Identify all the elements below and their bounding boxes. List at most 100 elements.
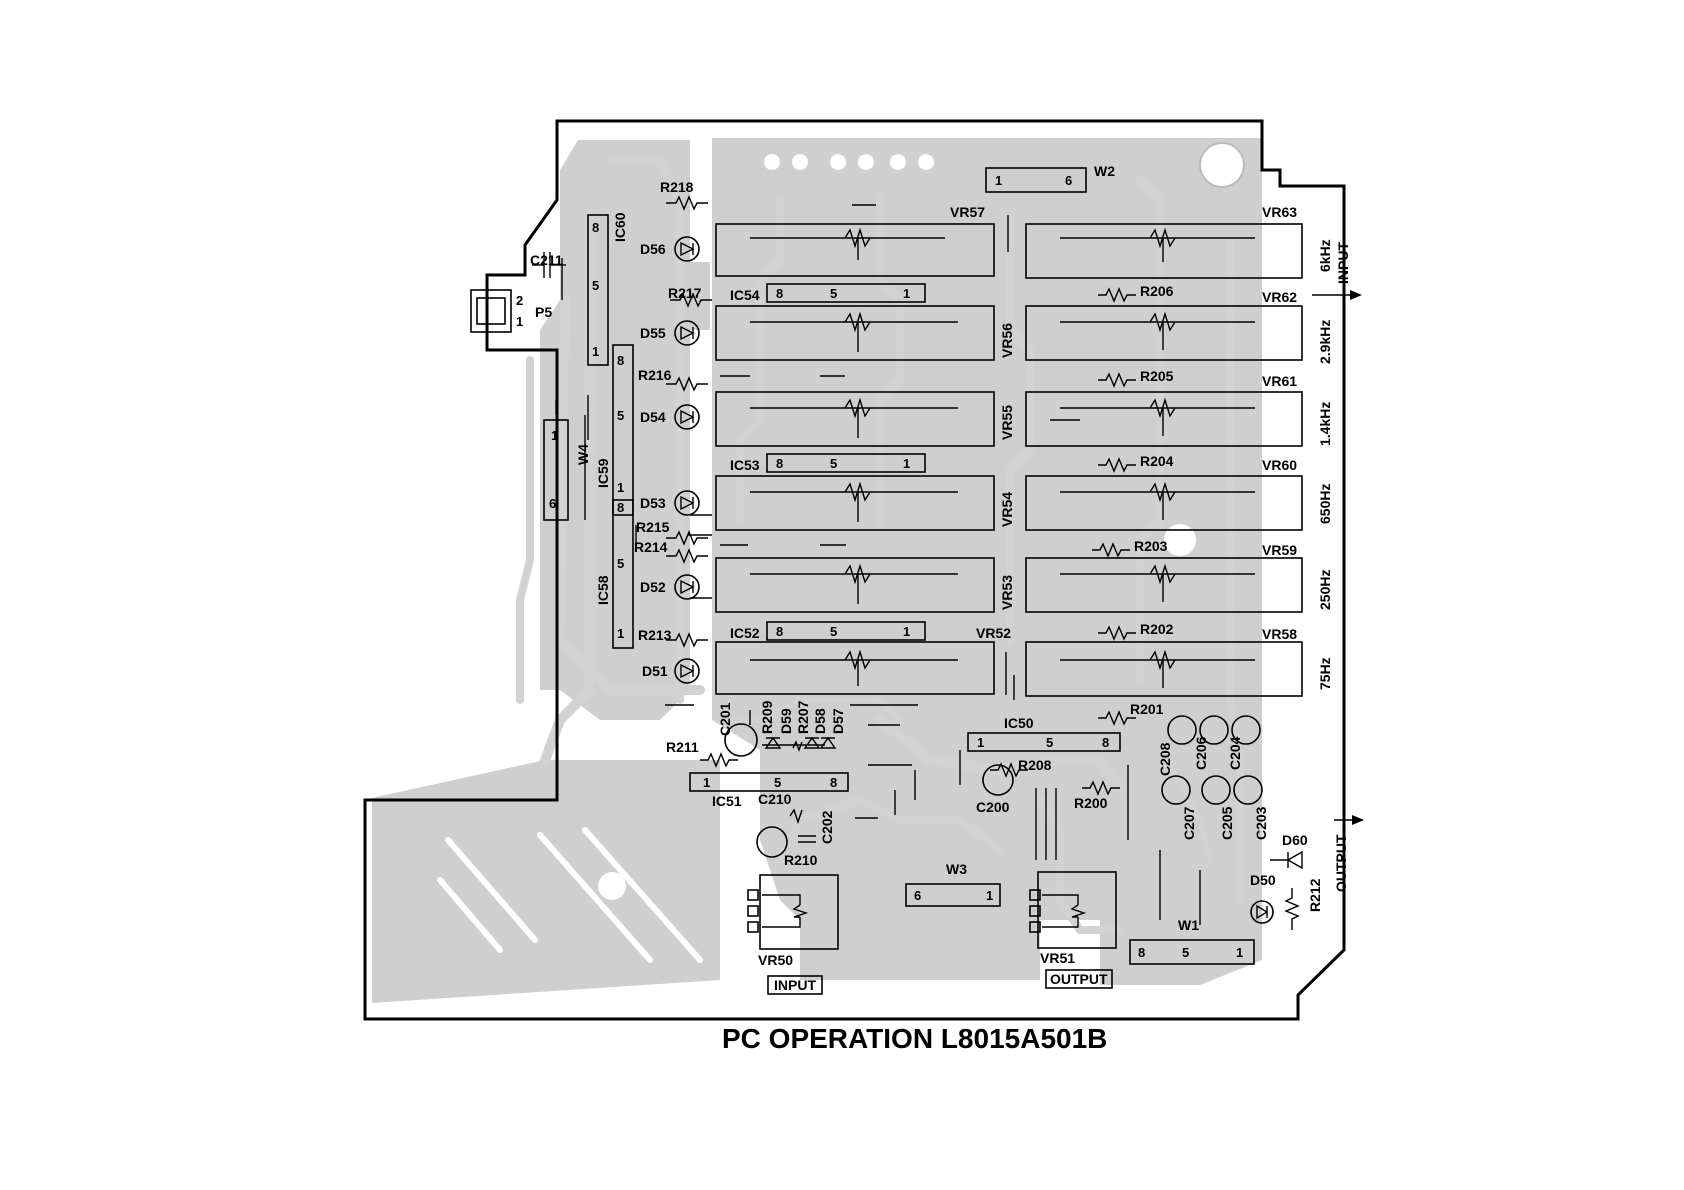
ic52: 8 5 1 IC52: [730, 621, 926, 641]
ic51: 1 5 8 IC51: [689, 772, 849, 809]
svg-text:IC54: IC54: [730, 287, 760, 303]
mounting-hole: [1199, 142, 1245, 188]
capacitor-cluster: C208 C206 C204 C207 C205 C203: [1157, 715, 1269, 840]
svg-text:1: 1: [903, 286, 910, 301]
svg-text:INPUT: INPUT: [774, 977, 816, 993]
svg-text:8: 8: [617, 353, 624, 368]
resistor-r216: R216: [638, 367, 708, 392]
resistor-r213: R213: [638, 627, 708, 648]
led-d52: D52: [640, 574, 700, 600]
svg-text:D58: D58: [812, 708, 828, 734]
svg-text:2.9kHz: 2.9kHz: [1317, 320, 1333, 364]
board-outline: [363, 119, 1346, 1021]
capacitor-c210: C210: [758, 791, 803, 825]
svg-text:D55: D55: [640, 325, 666, 341]
svg-text:650Hz: 650Hz: [1317, 484, 1333, 524]
jumper-w3: 6 1 W3: [905, 861, 1001, 907]
ic53: 8 5 1 IC53: [730, 453, 926, 473]
svg-text:OUTPUT: OUTPUT: [1050, 971, 1108, 987]
svg-text:VR59: VR59: [1262, 542, 1297, 558]
ic54: 8 5 1 IC54: [730, 283, 926, 303]
output-arrow: OUTPUT: [1333, 815, 1364, 892]
svg-text:W3: W3: [946, 861, 967, 877]
svg-text:1: 1: [617, 480, 624, 495]
svg-text:R204: R204: [1140, 453, 1174, 469]
svg-text:C201: C201: [717, 702, 733, 736]
svg-text:5: 5: [830, 286, 837, 301]
svg-text:D56: D56: [640, 241, 666, 257]
svg-text:IC53: IC53: [730, 457, 760, 473]
svg-text:D50: D50: [1250, 872, 1276, 888]
svg-text:R209: R209: [759, 700, 775, 734]
jumper-w1: 8 5 1 W1: [1129, 917, 1255, 965]
resistor-r205: R205: [1098, 368, 1174, 388]
svg-text:VR61: VR61: [1262, 373, 1297, 389]
resistor-r201: R201: [1098, 701, 1164, 726]
svg-text:D60: D60: [1282, 832, 1308, 848]
svg-text:R207: R207: [795, 700, 811, 734]
board-title: PC OPERATION L8015A501B: [722, 1023, 1107, 1054]
svg-text:D51: D51: [642, 663, 668, 679]
svg-text:C200: C200: [976, 799, 1010, 815]
svg-text:D52: D52: [640, 579, 666, 595]
resistor-r203: R203: [1092, 538, 1168, 558]
ic58: 8 5 1 IC58: [595, 499, 634, 649]
svg-text:IC52: IC52: [730, 625, 760, 641]
slide-pots-left: VR57 VR56 VR55 VR54 VR53 VR52: [715, 204, 1015, 695]
svg-text:D53: D53: [640, 495, 666, 511]
svg-text:5: 5: [592, 278, 599, 293]
resistor-r204: R204: [1098, 453, 1174, 473]
svg-text:VR53: VR53: [999, 575, 1015, 610]
svg-text:VR63: VR63: [1262, 204, 1297, 220]
svg-text:D57: D57: [830, 708, 846, 734]
svg-text:1: 1: [516, 314, 523, 329]
input-arrow: INPUT: [1312, 242, 1362, 300]
jumper-wires: [555, 258, 1201, 925]
connector-p5: 2 1 P5: [470, 289, 552, 333]
svg-text:2: 2: [516, 293, 523, 308]
svg-text:8: 8: [1138, 945, 1145, 960]
svg-text:IC59: IC59: [595, 458, 611, 488]
resistor-r200: R200: [1074, 780, 1120, 811]
svg-text:5: 5: [617, 408, 624, 423]
svg-text:VR60: VR60: [1262, 457, 1297, 473]
svg-text:P5: P5: [535, 304, 552, 320]
svg-text:250Hz: 250Hz: [1317, 570, 1333, 610]
svg-text:W4: W4: [575, 444, 591, 465]
led-d50: D50: [1250, 872, 1276, 924]
svg-text:5: 5: [1046, 735, 1053, 750]
svg-text:R212: R212: [1307, 878, 1323, 912]
svg-text:W2: W2: [1094, 163, 1115, 179]
resistor-r211: R211: [666, 739, 738, 768]
svg-text:1: 1: [617, 626, 624, 641]
svg-text:VR62: VR62: [1262, 289, 1297, 305]
resistor-r217: R217: [668, 285, 712, 308]
svg-text:R214: R214: [634, 539, 668, 555]
led-d56: D56: [640, 236, 700, 262]
svg-text:6kHz: 6kHz: [1317, 239, 1333, 272]
svg-text:D59: D59: [778, 708, 794, 734]
svg-text:1: 1: [551, 428, 558, 443]
svg-text:IC60: IC60: [612, 212, 628, 242]
capacitor-c201: C201: [717, 702, 758, 757]
ic60: 8 5 1 IC60: [587, 212, 628, 366]
slot-cutouts: [437, 827, 703, 963]
svg-text:1: 1: [903, 624, 910, 639]
resistor-r202: R202: [1098, 621, 1174, 641]
svg-text:C203: C203: [1253, 806, 1269, 840]
svg-text:1: 1: [703, 775, 710, 790]
resistor-r206: R206: [1098, 283, 1174, 303]
svg-text:R211: R211: [666, 739, 699, 755]
svg-text:1.4kHz: 1.4kHz: [1317, 402, 1333, 446]
svg-text:C205: C205: [1219, 806, 1235, 840]
resistor-r212: R212: [1284, 878, 1323, 930]
svg-text:VR54: VR54: [999, 492, 1015, 527]
copper-areas: [372, 138, 1262, 1003]
diode-d60: D60: [1270, 832, 1308, 870]
svg-text:8: 8: [776, 286, 783, 301]
svg-text:5: 5: [830, 624, 837, 639]
led-d54: D54: [640, 404, 700, 430]
capacitor-c200: C200: [976, 764, 1014, 815]
svg-text:R201: R201: [1130, 701, 1164, 717]
